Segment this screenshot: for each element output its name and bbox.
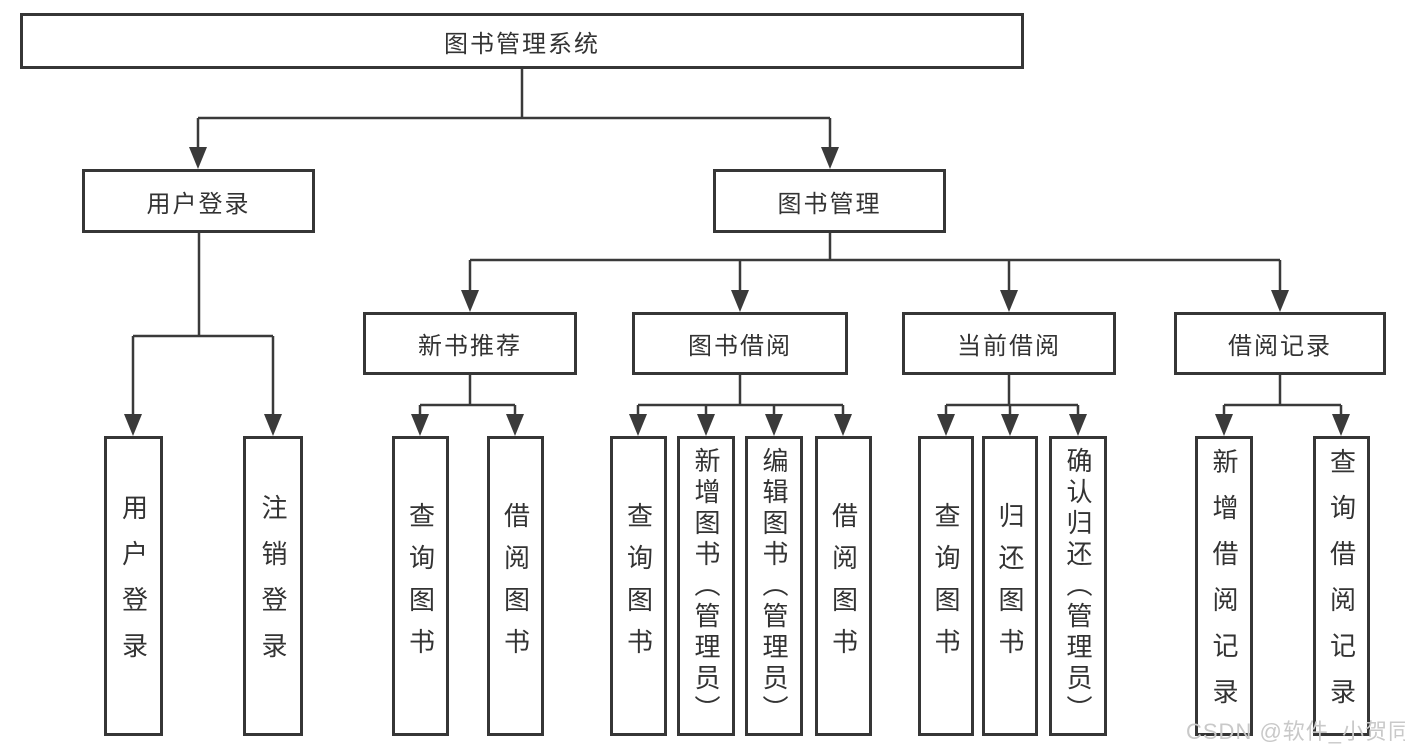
node-new-book-recommend: 新书推荐 — [363, 312, 577, 375]
leaf-current-confirm-return-admin: 确认归还（管理员） — [1049, 436, 1107, 736]
leaf-user-login: 用户登录 — [104, 436, 163, 736]
leaf-recommend-query-books: 查询图书 — [392, 436, 449, 736]
node-root: 图书管理系统 — [20, 13, 1024, 69]
node-borrow-records: 借阅记录 — [1174, 312, 1386, 375]
leaf-records-query-record: 查询借阅记录 — [1313, 436, 1370, 736]
leaf-current-return-books: 归还图书 — [982, 436, 1038, 736]
leaf-borrow-query-books: 查询图书 — [610, 436, 667, 736]
leaf-recommend-borrow-books: 借阅图书 — [487, 436, 544, 736]
node-user-login: 用户登录 — [82, 169, 315, 233]
leaf-borrow-borrow-books: 借阅图书 — [815, 436, 872, 736]
leaf-borrow-edit-books-admin: 编辑图书（管理员） — [745, 436, 803, 736]
node-book-management: 图书管理 — [713, 169, 946, 233]
leaf-records-add-record: 新增借阅记录 — [1195, 436, 1253, 736]
arrowheads — [124, 147, 1350, 436]
leaf-current-query-books: 查询图书 — [918, 436, 974, 736]
leaf-logout: 注销登录 — [243, 436, 303, 736]
leaf-borrow-add-books-admin: 新增图书（管理员） — [677, 436, 735, 736]
csdn-watermark: CSDN @软件_小贺同学 — [1186, 719, 1405, 744]
node-current-borrow: 当前借阅 — [902, 312, 1116, 375]
node-book-borrow: 图书借阅 — [632, 312, 848, 375]
